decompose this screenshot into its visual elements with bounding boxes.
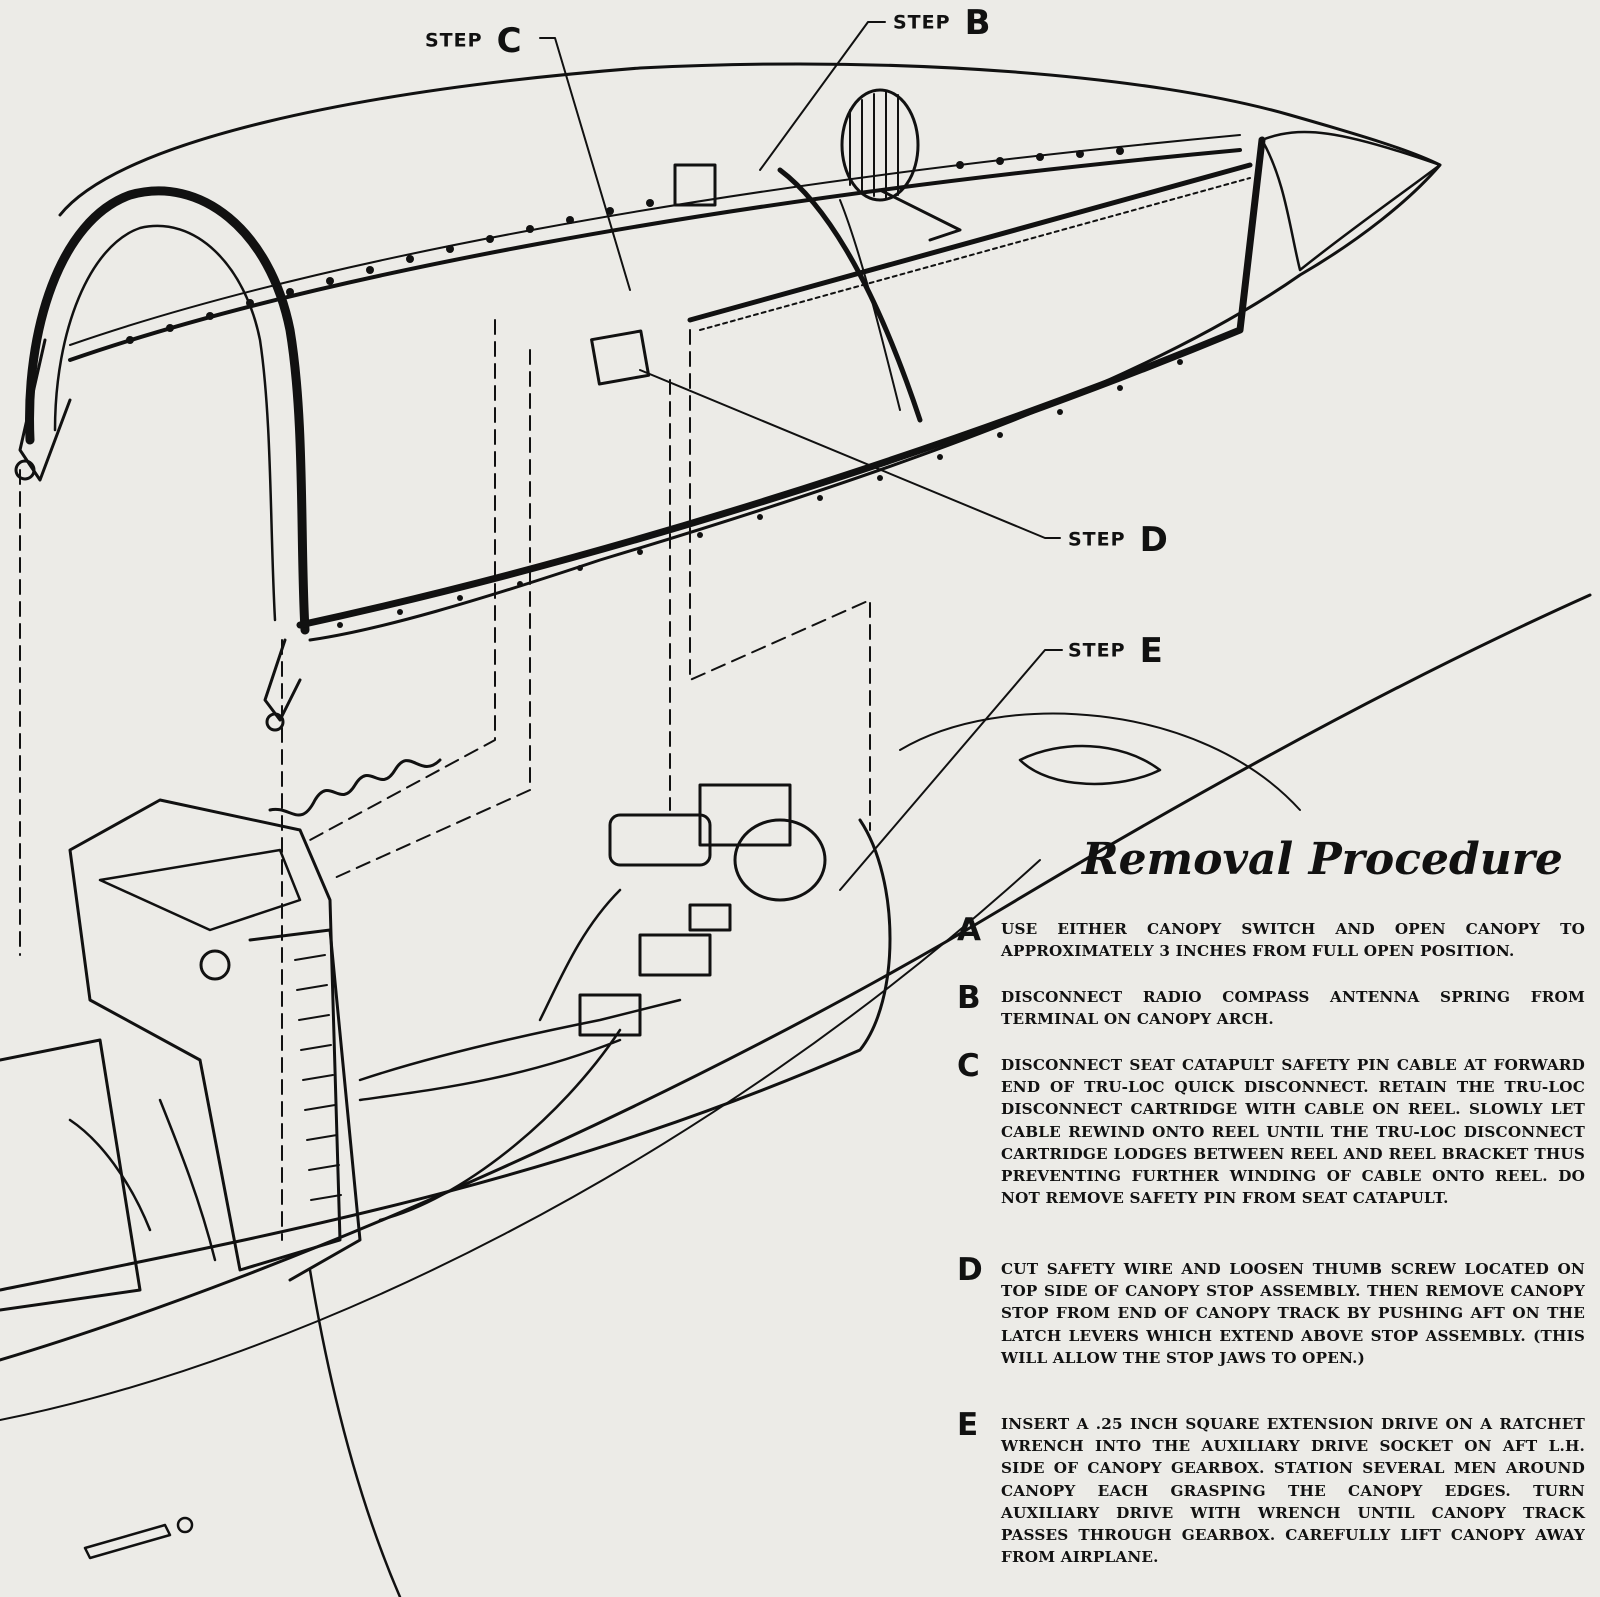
canopy-hinge-upper xyxy=(18,338,72,482)
step-e-callout: STEP E xyxy=(1068,634,1163,668)
canopy-track xyxy=(687,162,1253,323)
disconnect-fitting xyxy=(578,993,642,1037)
canopy-stop-assembly xyxy=(590,329,651,386)
alignment-dashes xyxy=(19,319,871,1241)
lower-rail-rivets xyxy=(337,359,1183,628)
step-c-callout-word: STEP xyxy=(425,29,483,52)
canopy-lower-rail xyxy=(296,136,1266,629)
step-text: USE EITHER CANOPY SWITCH AND OPEN CANOPY… xyxy=(1001,920,1585,961)
canopy-gearbox xyxy=(608,783,827,977)
fuselage-fitting xyxy=(83,1523,172,1560)
fuselage-panel xyxy=(1018,744,1162,786)
step-d-callout-word: STEP xyxy=(1068,528,1126,551)
leader-b xyxy=(759,21,886,171)
leader-e xyxy=(839,649,1063,891)
antenna-terminal xyxy=(673,163,717,207)
step-c-callout: STEP C xyxy=(425,24,522,58)
canopy-hinge-lower xyxy=(263,638,302,722)
canopy-arch xyxy=(25,186,310,635)
step-text: DISCONNECT RADIO COMPASS ANTENNA SPRING … xyxy=(1001,988,1585,1029)
step-text: DISCONNECT SEAT CATAPULT SAFETY PIN CABL… xyxy=(1001,1056,1585,1208)
antenna-spring xyxy=(268,758,442,817)
ejection-seat xyxy=(0,798,362,1312)
step-c-callout-letter: C xyxy=(496,21,522,61)
step-letter: A xyxy=(957,912,981,948)
step-b-callout: STEP B xyxy=(893,6,990,40)
gearbox-cables xyxy=(358,888,682,1222)
canopy-support-strut xyxy=(777,167,923,423)
fuselage-cockpit-rim xyxy=(0,818,892,1292)
step-d-callout: STEP D xyxy=(1068,523,1168,557)
step-letter: D xyxy=(957,1252,983,1288)
fuselage-upper-line xyxy=(0,593,1592,1362)
step-b-callout-word: STEP xyxy=(893,11,951,34)
leader-d xyxy=(639,369,1061,539)
step-letter: B xyxy=(957,980,981,1016)
step-e-callout-word: STEP xyxy=(1068,639,1126,662)
step-d-callout-letter: D xyxy=(1139,520,1168,560)
procedure-title: Removal Procedure xyxy=(1082,834,1563,885)
canopy-side-rail xyxy=(68,148,1242,362)
leader-c xyxy=(539,37,631,291)
canopy-nose xyxy=(1260,130,1442,272)
step-e-callout-letter: E xyxy=(1139,631,1163,671)
step-text: INSERT A .25 INCH SQUARE EXTENSION DRIVE… xyxy=(1001,1415,1585,1567)
step-letter: C xyxy=(957,1048,980,1084)
step-letter: E xyxy=(957,1407,979,1443)
cable-reel xyxy=(840,88,962,242)
step-b-callout-letter: B xyxy=(964,3,991,43)
step-text: CUT SAFETY WIRE AND LOOSEN THUMB SCREW L… xyxy=(1001,1260,1585,1367)
rail-holes xyxy=(126,147,1124,344)
